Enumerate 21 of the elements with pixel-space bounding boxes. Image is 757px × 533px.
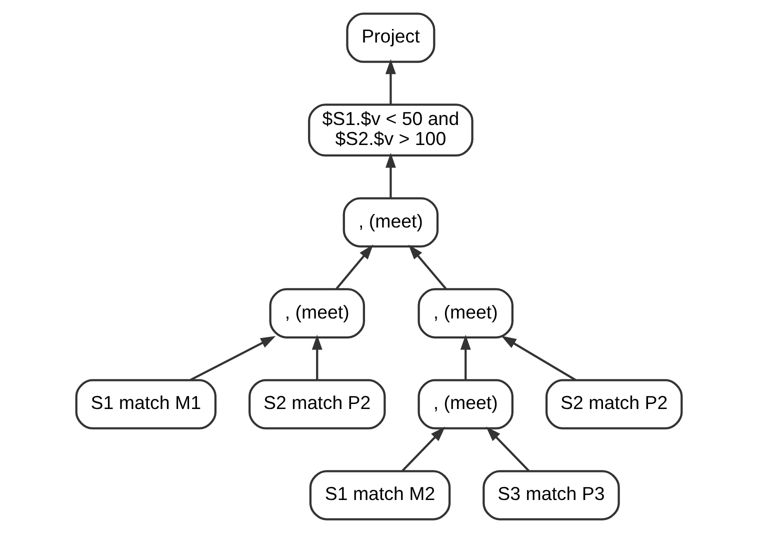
node-box: S1 match M1: [74, 379, 216, 430]
arrow: [408, 244, 446, 290]
arrow: [384, 59, 396, 104]
arrow: [384, 152, 396, 198]
node-box: S2 match P2: [544, 379, 682, 430]
node-box: , (meet): [417, 288, 513, 338]
arrow: [189, 336, 276, 381]
arrow: [500, 336, 576, 381]
arrow: [401, 426, 445, 472]
node-box: S2 match P2: [248, 379, 386, 430]
node-box: $S1.$v < 50 and $S2.$v > 100: [308, 104, 473, 157]
node-box: Project: [346, 12, 435, 63]
node-box: , (meet): [268, 288, 365, 338]
node-box: , (meet): [417, 379, 513, 430]
node-box: S1 match M2: [308, 470, 450, 520]
arrow: [460, 334, 470, 380]
arrow: [311, 334, 322, 380]
arrow: [335, 244, 373, 290]
arrow: [486, 426, 529, 472]
node-box: , (meet): [342, 197, 438, 248]
node-box: S3 match P3: [482, 470, 620, 520]
